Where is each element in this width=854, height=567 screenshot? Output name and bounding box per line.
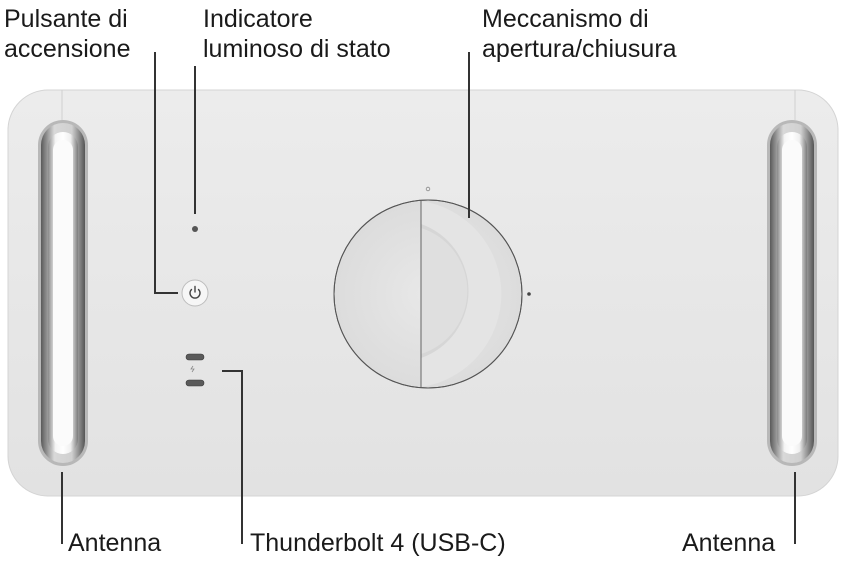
latch-label-line2: apertura/chiusura <box>482 35 677 63</box>
latch-mechanism[interactable] <box>333 186 531 389</box>
thunderbolt-label: Thunderbolt 4 (USB-C) <box>250 529 506 557</box>
leader-power <box>154 52 178 294</box>
power-button[interactable] <box>181 279 209 307</box>
power-button-label-line1: Pulsante di <box>4 5 128 33</box>
status-indicator-label: Indicatore luminoso di stato <box>203 4 391 64</box>
thunderbolt-port[interactable] <box>185 353 205 361</box>
leader-thunderbolt <box>222 370 243 544</box>
left-handle <box>38 120 88 466</box>
power-button-label: Pulsante di accensione <box>4 4 130 64</box>
thunderbolt-ports <box>185 353 205 387</box>
latch-label: Meccanismo di apertura/chiusura <box>482 4 677 64</box>
power-icon <box>189 285 201 299</box>
antenna-left-label: Antenna <box>68 529 162 557</box>
power-button-label-line2: accensione <box>4 35 131 63</box>
status-indicator-label-line1: Indicatore <box>203 5 313 33</box>
status-indicator-label-line2: luminoso di stato <box>203 35 391 63</box>
status-indicator-light <box>192 226 198 232</box>
antenna-right-label: Antenna <box>682 529 776 557</box>
thunderbolt-port[interactable] <box>185 379 205 387</box>
thunderbolt-icon <box>190 365 195 373</box>
leader-lines <box>61 52 796 544</box>
right-handle <box>767 120 817 466</box>
latch-label-line1: Meccanismo di <box>482 5 649 33</box>
